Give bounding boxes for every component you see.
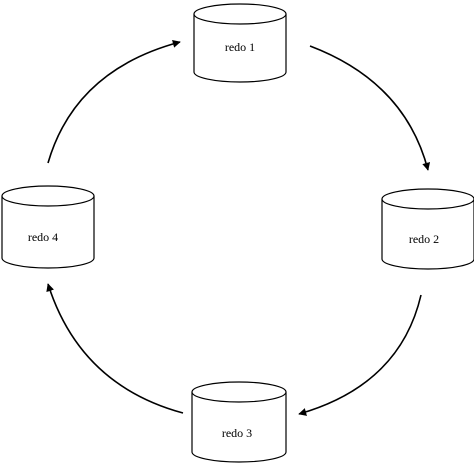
arrow-redo1-to-redo2: [309, 45, 431, 171]
node-redo-3: redo 3: [191, 381, 287, 463]
node-label-redo-1: redo 1: [225, 40, 255, 54]
arrow-redo4-to-redo1: [47, 39, 181, 164]
arrow-redo2-to-redo3: [298, 294, 422, 416]
node-redo-1: redo 1: [193, 3, 287, 83]
node-redo-4: redo 4: [1, 185, 95, 269]
arrow-redo3-to-redo4: [46, 283, 184, 414]
node-redo-2: redo 2: [381, 188, 474, 270]
node-label-redo-3: redo 3: [222, 426, 252, 440]
node-label-redo-2: redo 2: [409, 232, 439, 246]
node-label-redo-4: redo 4: [28, 230, 58, 244]
